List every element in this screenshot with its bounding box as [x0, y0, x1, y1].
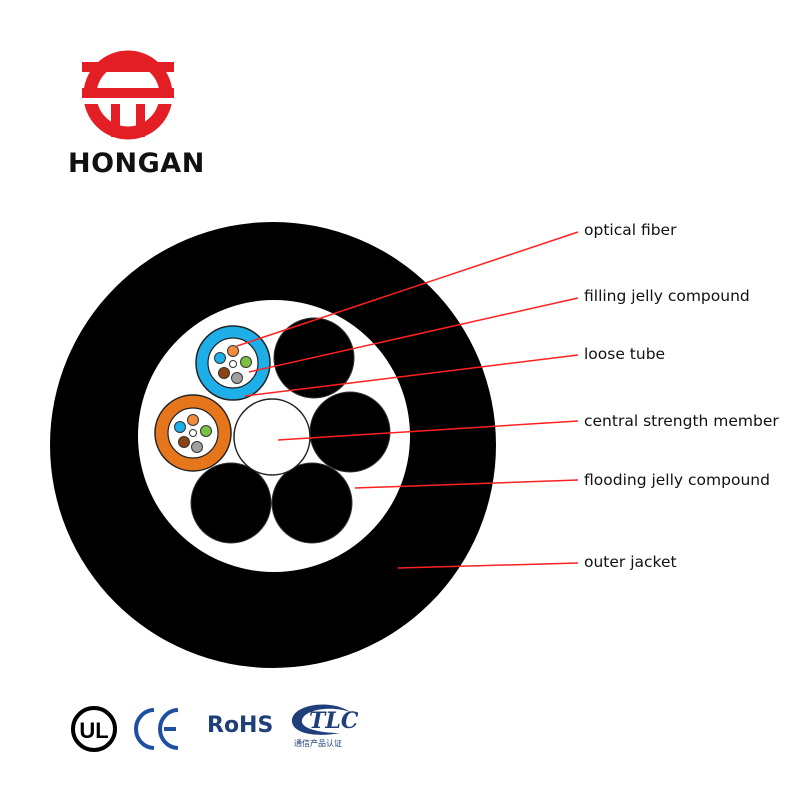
label-loose-tube: loose tube: [584, 345, 666, 363]
ce-cert-icon: [134, 708, 179, 750]
tlc-cert-text: TLC: [309, 708, 359, 734]
tlc-cert-icon: [291, 704, 350, 735]
svg-text:UL: UL: [79, 718, 108, 743]
label-central-strength-member: central strength member: [584, 412, 779, 430]
loose-tube-orange: [154, 394, 232, 472]
leader-lines: [236, 231, 579, 569]
tlc-cert-subtitle: 通信产品认证: [294, 739, 342, 748]
rohs-cert: RoHS: [207, 713, 274, 738]
label-filling-jelly-compound: filling jelly compound: [584, 287, 750, 305]
central-strength-member: [233, 398, 311, 476]
loose-tube-blue: [195, 325, 271, 401]
label-flooding-jelly-compound: flooding jelly compound: [584, 471, 770, 489]
brand-name: HONGAN: [68, 148, 205, 179]
label-outer-jacket: outer jacket: [584, 553, 677, 571]
label-optical-fiber: optical fiber: [584, 221, 677, 239]
hongan-logo-icon: [82, 50, 174, 140]
ul-cert-icon: UL: [71, 706, 117, 752]
